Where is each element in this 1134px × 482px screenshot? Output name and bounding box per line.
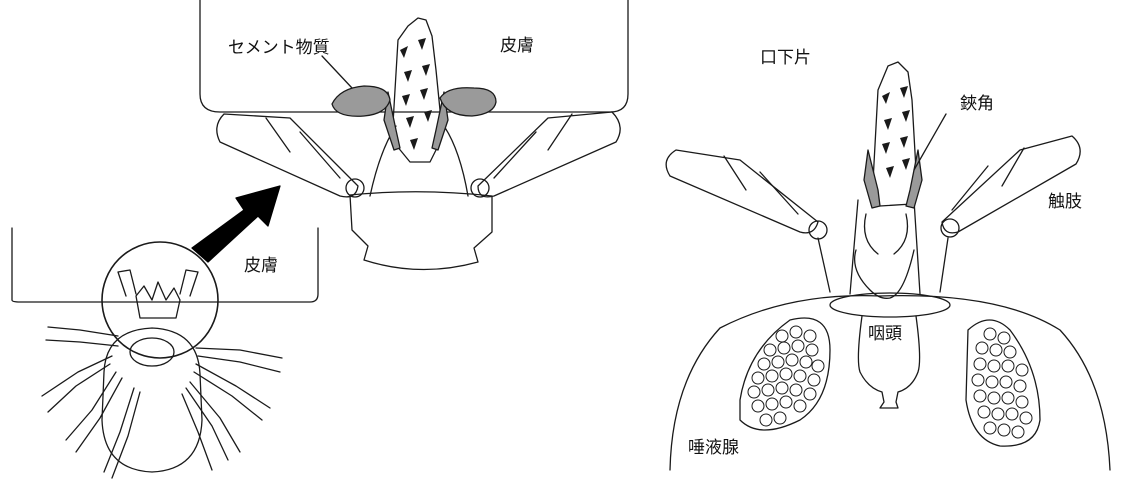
gland-acini-right: [972, 328, 1032, 438]
tick-leg: [48, 327, 118, 336]
palp-right: [478, 112, 620, 197]
label-chelicera: 鋏角: [960, 96, 994, 113]
cement-left: [332, 86, 390, 116]
gland-acini-left: [748, 326, 824, 426]
label-cement: セメント物質: [228, 40, 330, 57]
label-pharynx: 咽頭: [868, 326, 902, 343]
chelicera-left-right: [864, 150, 880, 208]
tick-body: [102, 328, 202, 472]
palp-left-right: [666, 150, 818, 233]
hypostome-teeth-top: [400, 38, 432, 150]
chelicera-leader-line: [914, 114, 946, 170]
label-skin-top: 皮膚: [500, 38, 534, 55]
tick-scutum: [130, 338, 174, 366]
basis-capituli: [350, 192, 492, 270]
magnify-circle: [102, 242, 218, 358]
whole-tick-figure: [12, 186, 318, 478]
capitulum-ring: [830, 293, 950, 317]
palp-right-right: [942, 136, 1080, 233]
cement-leader-line: [322, 56, 352, 88]
label-salivary-gland: 唾液腺: [688, 440, 739, 457]
hypostome-right: [872, 62, 916, 206]
magnify-arrow: [192, 186, 280, 262]
label-palp: 触肢: [1048, 194, 1082, 211]
label-skin-left: 皮膚: [244, 258, 278, 275]
anatomy-figure: [666, 62, 1110, 470]
palp-left: [217, 114, 358, 197]
hypostome-teeth-right: [882, 86, 910, 178]
label-hypostome: 口下片: [760, 50, 811, 67]
